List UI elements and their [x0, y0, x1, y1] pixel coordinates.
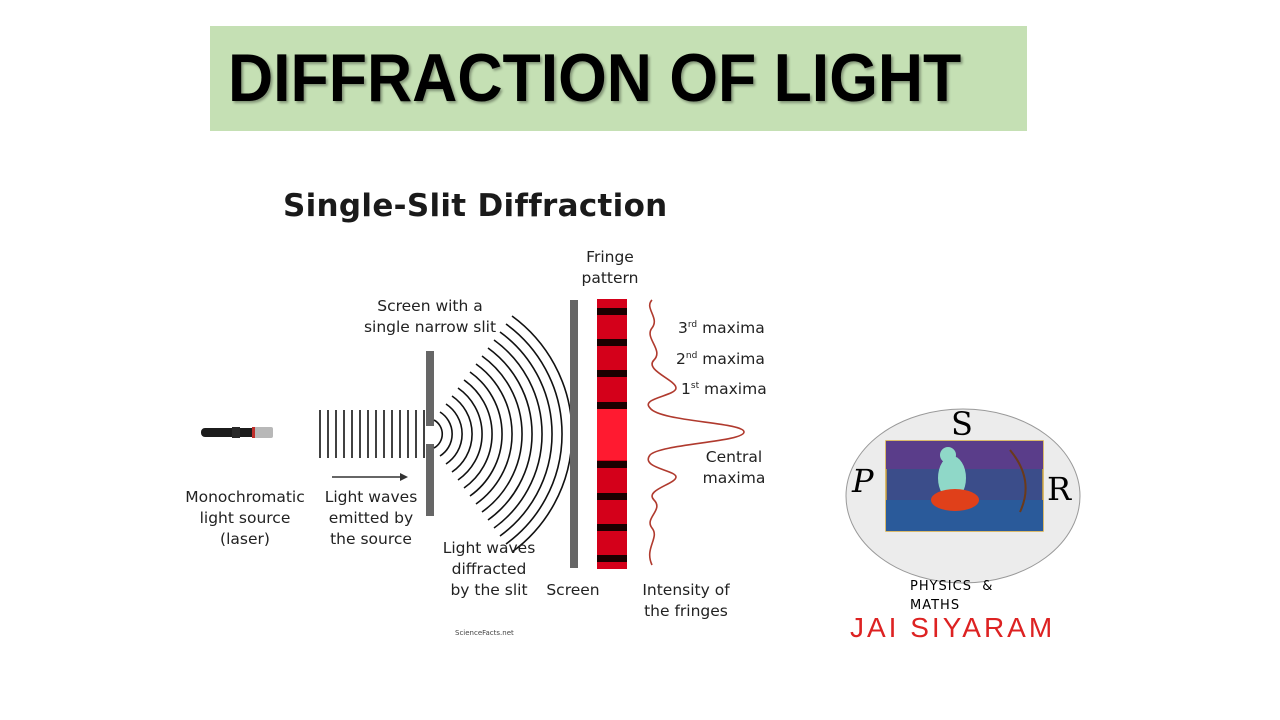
diagram-title: Single-Slit Diffraction: [283, 188, 668, 224]
page-title: DIFFRACTION OF LIGHT: [228, 40, 962, 116]
logo-letter-s: S: [951, 405, 973, 443]
plane-waves: [319, 410, 425, 458]
label-screen: Screen: [546, 581, 600, 599]
diffracted-waves: [433, 315, 573, 553]
fringe-pattern: [597, 299, 627, 569]
logo-letter-p: P: [852, 462, 874, 500]
slit-screen: [426, 351, 434, 516]
logo-letter-r: R: [1047, 470, 1072, 508]
tagline: JAI SIYARAM: [850, 612, 1056, 643]
screen: [570, 300, 578, 568]
title-banner: DIFFRACTION OF LIGHT: [210, 26, 1027, 131]
label-2nd-maxima: 2nd maxima: [676, 350, 765, 369]
propagation-arrow-icon: [332, 473, 408, 481]
intensity-curve: [647, 299, 745, 566]
label-3rd-maxima: 3rd maxima: [678, 319, 765, 338]
logo-caption: PHYSICS &MATHS: [910, 579, 994, 613]
label-1st-maxima: 1st maxima: [681, 380, 767, 399]
laser-icon: [201, 427, 273, 438]
logo-emblem: [845, 408, 1081, 584]
credit-text: ScienceFacts.net: [455, 629, 514, 637]
